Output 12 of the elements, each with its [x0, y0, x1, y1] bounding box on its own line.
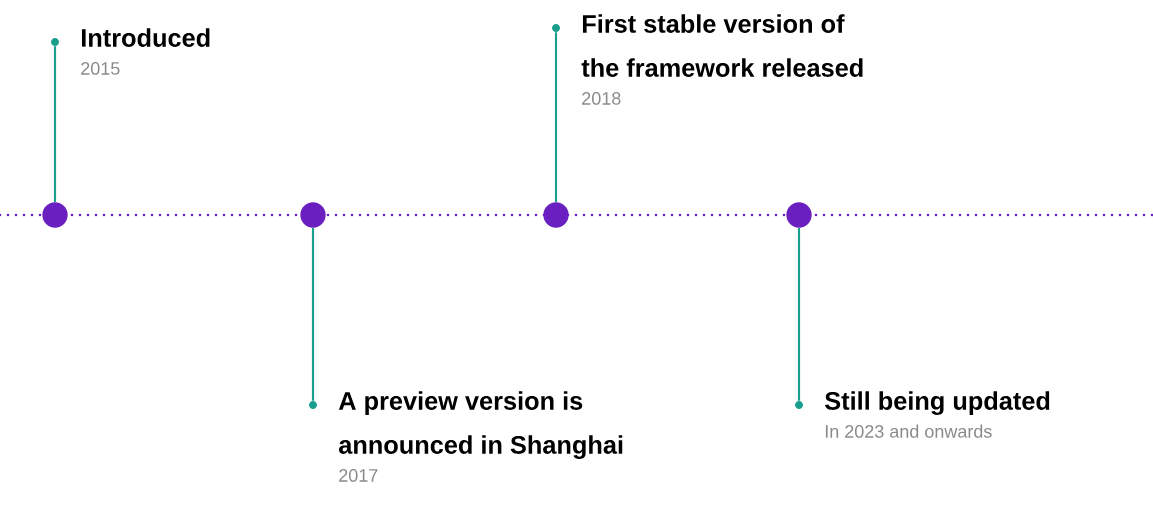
timeline-dot: [786, 202, 812, 228]
timeline-stem: [53, 46, 57, 203]
milestone-text: A preview version is announced in Shanghai 2017: [338, 391, 623, 482]
milestone-text: First stable version of the framework released 2018: [581, 14, 863, 105]
timeline-dot: [300, 202, 326, 228]
timeline-stem: [554, 32, 558, 203]
milestone-text: Still being updated In 2023 and onwards: [825, 391, 1050, 438]
timeline-dot: [543, 202, 569, 228]
timeline-stem: [311, 227, 315, 401]
timeline-dot: [42, 202, 68, 228]
timeline-stem: [797, 227, 801, 401]
milestone-text: Introduced 2015: [81, 28, 210, 75]
